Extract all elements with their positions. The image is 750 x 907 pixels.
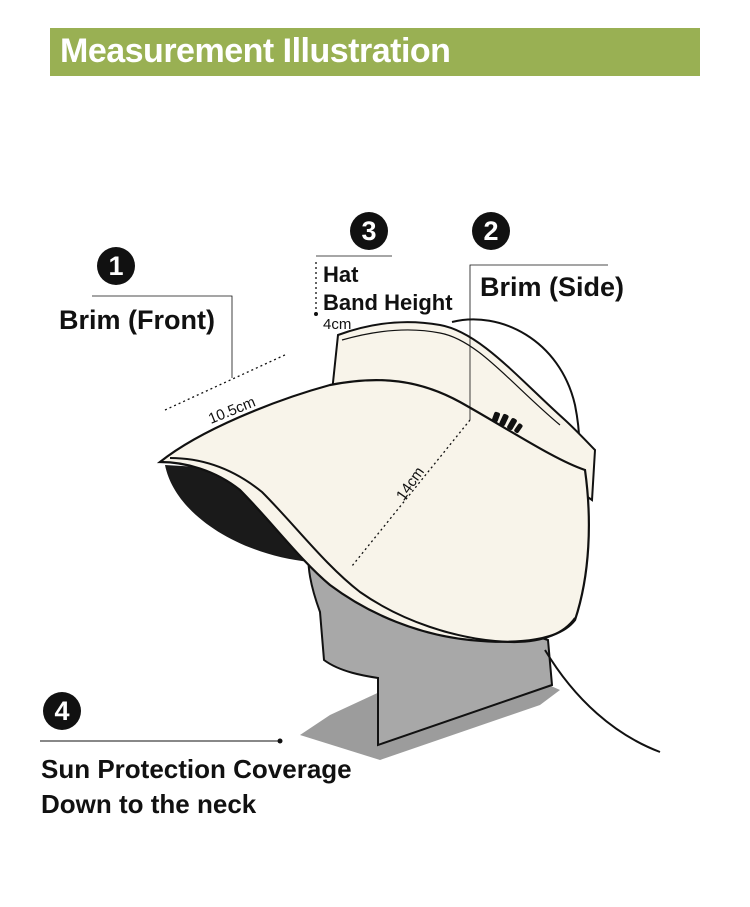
leader-line-2: [469, 264, 608, 420]
callout-number-2: 2: [472, 212, 510, 250]
logo-mark: [492, 411, 523, 434]
shoulder-line: [544, 649, 661, 753]
callout-number-1: 1: [97, 247, 135, 285]
band-height-dot: [314, 312, 318, 316]
callout-label-band-height: Band Height: [323, 290, 453, 315]
band-sheen: [341, 329, 561, 426]
callout-label-brim-side: Brim (Side): [480, 272, 625, 302]
callout-label-brim-front: Brim (Front): [59, 305, 215, 335]
page-title: Measurement Illustration: [60, 32, 451, 70]
measurement-band-height: 4cm: [323, 316, 352, 333]
leader-line-1: [92, 295, 233, 378]
callout-number-4: 4: [43, 692, 81, 730]
callout-label-sun-protection: Sun Protection Coverage: [41, 754, 352, 784]
hat-brim: [156, 378, 590, 643]
brim-rim: [169, 457, 576, 644]
title-banner: Measurement Illustration: [50, 28, 700, 76]
front-brim-dotted-line: [164, 353, 288, 411]
callout-label-hat: Hat: [323, 262, 359, 287]
callout-number-3: 3: [350, 212, 388, 250]
leader-dot-4: [277, 738, 283, 744]
callout-label-down-to-neck: Down to the neck: [41, 789, 257, 819]
side-brim-dotted-line: [351, 419, 471, 567]
